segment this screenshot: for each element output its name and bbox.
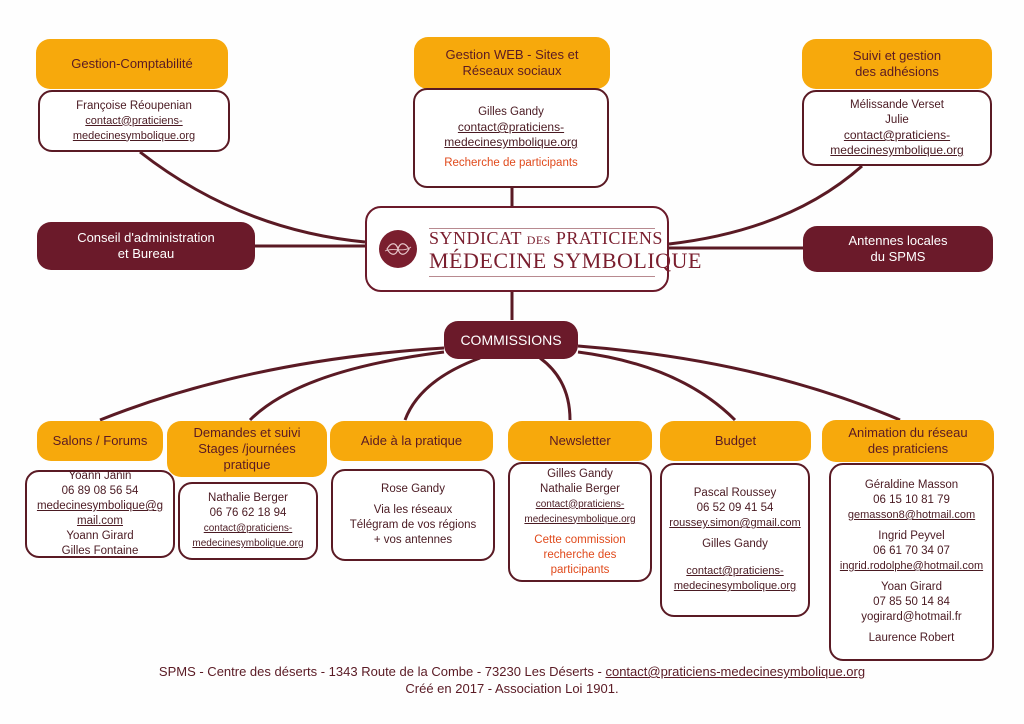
email-link[interactable]: ingrid.rodolphe@hotmail.com [839, 560, 984, 572]
link-aide [403, 356, 481, 421]
box-demandes-stages: Nathalie Berger 06 76 62 18 94 contact@p… [178, 482, 318, 560]
email-link[interactable]: roussey.simon@gmail.com [669, 517, 801, 529]
contact-name: Rose Gandy [381, 483, 445, 495]
contact-name: Ingrid Peyvel [878, 530, 945, 542]
node-title: Gestion-Comptabilité [71, 56, 193, 71]
box-budget: Pascal Roussey 06 52 09 41 54 roussey.si… [660, 463, 810, 617]
logo-line-2: MÉDECINE SYMBOLIQUE [429, 248, 702, 273]
contact-phone: 07 85 50 14 84 [873, 596, 950, 608]
box-salons-forums: Yoann Janin 06 89 08 56 54 medecinesymbo… [25, 470, 175, 558]
link-stages [248, 350, 445, 422]
email-link[interactable]: gemasson8@hotmail.com [847, 509, 976, 521]
node-aide-pratique: Aide à la pratique [330, 421, 493, 461]
recruitment-note: Recherche de participants [444, 157, 578, 169]
node-title: Newsletter [549, 433, 611, 448]
box-aide-pratique: Rose Gandy Via les réseaux Télégram de v… [331, 469, 495, 561]
email-link[interactable]: contact@praticiens-medecinesymbolique.or… [524, 498, 636, 525]
contact-phone: 06 89 08 56 54 [61, 485, 139, 497]
box-gestion-comptabilite: Françoise Réoupenian contact@praticiens-… [38, 90, 230, 152]
contact-phone: 06 15 10 81 79 [873, 494, 950, 506]
link-animation [577, 344, 901, 422]
contact-name: Nathalie Berger [540, 482, 620, 495]
email-link[interactable]: contact@praticiens-medecinesymbolique.or… [192, 523, 304, 549]
logo-rule-top [429, 228, 655, 229]
email-link[interactable]: contact@praticiens-medecinesymbolique.or… [444, 120, 578, 149]
email-link[interactable]: contact@praticiens-medecinesymbolique.or… [673, 565, 797, 592]
contact-name: Julie [885, 114, 909, 126]
node-title: COMMISSIONS [460, 332, 562, 348]
info-line: Via les réseaux [373, 504, 453, 516]
box-gestion-web: Gilles Gandy contact@praticiens-medecine… [413, 88, 609, 188]
node-budget: Budget [660, 421, 811, 461]
link-budget [577, 350, 737, 422]
link-salons [99, 346, 445, 422]
box-suivi-adhesions: Mélissande Verset Julie contact@praticie… [802, 90, 992, 166]
logo-line-1: SYNDICAT DES PRATICIENS [429, 228, 663, 248]
contact-name: Gilles Gandy [702, 538, 768, 550]
box-animation-reseau: Géraldine Masson 06 15 10 81 79 gemasson… [829, 463, 994, 661]
footer-address: SPMS - Centre des déserts - 1343 Route d… [158, 664, 866, 679]
contact-phone: 06 52 09 41 54 [696, 502, 774, 514]
node-title: Salons / Forums [52, 433, 148, 448]
footer-email-link[interactable]: contact@praticiens-medecinesymbolique.or… [605, 664, 866, 679]
contact-name: Yoann Janin [68, 470, 132, 482]
contact-name: Yoan Girard [881, 581, 942, 593]
contact-name: Géraldine Masson [864, 479, 959, 491]
contact-phone: 06 61 70 34 07 [873, 545, 950, 557]
link-newsletter [539, 356, 572, 421]
contact-name: Gilles Gandy [478, 106, 544, 118]
email-link[interactable]: contact@praticiens-medecinesymbolique.or… [72, 114, 196, 142]
contact-name: Mélissande Verset [850, 99, 944, 111]
node-gestion-comptabilite: Gestion-Comptabilité [36, 39, 228, 89]
email-link[interactable]: contact@praticiens-medecinesymbolique.or… [830, 128, 964, 157]
node-newsletter: Newsletter [508, 421, 652, 461]
link-adhesions [668, 164, 863, 246]
contact-name: Françoise Réoupenian [76, 99, 192, 112]
node-commissions: COMMISSIONS [444, 321, 578, 359]
contact-name: Gilles Fontaine [61, 545, 139, 557]
footer-founded: Créé en 2017 - Association Loi 1901. [405, 681, 619, 696]
contact-name: Nathalie Berger [208, 492, 288, 504]
box-newsletter: Gilles Gandy Nathalie Berger contact@pra… [508, 462, 652, 582]
contact-name: Laurence Robert [868, 632, 955, 644]
info-line: Télégram de vos régions [349, 519, 477, 531]
node-title: Budget [714, 433, 757, 448]
contact-email: yogirard@hotmail.fr [861, 611, 962, 623]
node-title: Aide à la pratique [360, 433, 463, 448]
contact-name: Gilles Gandy [547, 467, 613, 480]
contact-phone: 06 76 62 18 94 [209, 507, 287, 519]
logo-rule-bottom [429, 276, 655, 277]
node-salons-forums: Salons / Forums [37, 421, 163, 461]
infinity-ribbon-icon [379, 230, 417, 268]
link-compta [139, 150, 366, 244]
contact-name: Pascal Roussey [693, 487, 777, 499]
logo-box: SYNDICAT DES PRATICIENS MÉDECINE SYMBOLI… [365, 206, 701, 292]
info-line: + vos antennes [373, 534, 453, 546]
contact-name: Yoann Girard [66, 530, 134, 542]
